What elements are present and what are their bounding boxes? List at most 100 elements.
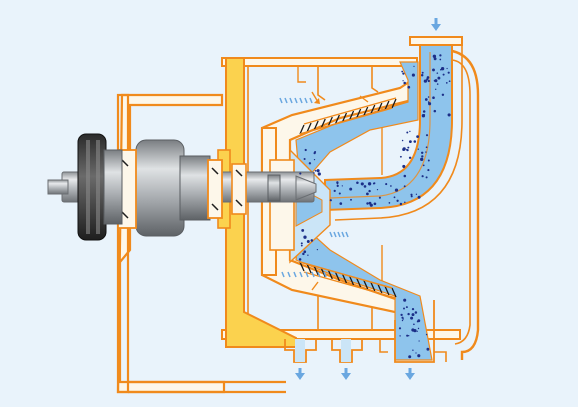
spray-dash [305, 271, 309, 278]
slurry-particle [432, 68, 435, 72]
slurry-particle [403, 185, 406, 188]
disc-blade [334, 271, 340, 282]
slurry-particle [390, 185, 392, 187]
slurry-particle [393, 196, 396, 199]
slurry-particle [436, 83, 439, 85]
slurry-particle [378, 196, 381, 199]
slurry-particle [338, 192, 341, 195]
slurry-particle [433, 79, 436, 82]
spray-dash [311, 271, 315, 278]
slurry-particle [420, 73, 424, 77]
spray-dash [281, 271, 285, 278]
bearing-housing [116, 93, 286, 394]
disc-blade [306, 122, 312, 133]
slurry-particle [425, 134, 429, 137]
slurry-particle [402, 80, 404, 82]
slurry-particle [421, 155, 424, 158]
drive-pulley [77, 133, 123, 241]
slurry-particle [421, 71, 424, 74]
spray-dash [341, 231, 345, 238]
slurry-particle [416, 330, 418, 332]
slurry-particle [420, 157, 424, 162]
slurry-particle [404, 201, 406, 203]
slurry-particle [409, 130, 411, 133]
disc-blade [306, 263, 312, 274]
slurry-particle [418, 340, 420, 342]
slurry-particle [437, 76, 441, 80]
slurry-particle [314, 150, 317, 154]
slurry-particle [413, 65, 415, 68]
slurry-particle [426, 76, 430, 79]
slurry-particles [298, 54, 451, 359]
slurry-particle [363, 185, 367, 188]
disc-blade [320, 118, 326, 129]
disc-rail [303, 97, 397, 125]
slurry-particle [417, 148, 419, 150]
slurry-particle [427, 96, 430, 98]
slurry-particle [336, 184, 339, 188]
slurry-particle [413, 140, 417, 143]
spray-dash [329, 231, 333, 238]
disc-blade [299, 261, 305, 272]
spray-dash [294, 97, 298, 104]
slurry-particle [406, 334, 409, 337]
slurry-particle [425, 146, 428, 149]
slurry-particle [313, 158, 316, 161]
slurry-particle [447, 71, 450, 74]
internal-arrow-mid-icon [359, 95, 369, 103]
slurry-particle [306, 240, 310, 243]
slurry-particle [388, 202, 391, 204]
spray-dash [299, 97, 303, 104]
spray-dash [293, 271, 297, 278]
slurry-particle [426, 347, 430, 351]
slurry-particle [360, 182, 364, 186]
slurry-particle [303, 157, 306, 161]
slurry-particle [414, 311, 418, 314]
slurry-particle [349, 187, 353, 191]
slurry-particle [313, 172, 315, 174]
disc-stack-top [299, 97, 397, 135]
slurry-particle [407, 85, 411, 89]
slurry-particle [314, 169, 317, 172]
slurry-particle [401, 316, 404, 319]
slurry-particle [403, 307, 405, 310]
flow-arrows [295, 18, 441, 380]
slurry-particle [425, 176, 428, 179]
slurry-particle [376, 188, 379, 191]
slurry-particle [367, 182, 372, 186]
disc-blade [320, 267, 326, 278]
rotor-bowl [260, 61, 433, 361]
outlet-arrow-2-icon [341, 368, 351, 380]
slurry-particle [300, 242, 303, 245]
slurry-particle [310, 239, 314, 242]
disc-blade [363, 106, 369, 117]
disc-blade [313, 265, 319, 276]
spray-dash [345, 231, 349, 238]
slurry-particle [317, 172, 321, 176]
slurry-particle [445, 82, 448, 84]
slurry-particle [399, 335, 401, 337]
disc-blade [391, 98, 397, 109]
disc-blade [334, 114, 340, 125]
disc-blade [363, 279, 369, 290]
slurry-particle [408, 140, 412, 144]
slurry-particle [402, 164, 406, 168]
disc-blade [341, 112, 348, 123]
outlet-channels [284, 300, 447, 363]
slurry-particle [300, 244, 303, 247]
disc-blade [341, 273, 348, 284]
disc-blade [384, 100, 390, 111]
slurry-particle [446, 67, 448, 70]
slurry-particle [408, 335, 410, 337]
spray-dash [279, 97, 283, 104]
slurry-particle [422, 110, 426, 113]
slurry-particle [302, 252, 305, 256]
slurry-particle [401, 70, 404, 73]
slurry-particle [399, 202, 403, 206]
slurry-particle [339, 202, 343, 205]
slurry-particle [427, 159, 430, 162]
slurry-particle [341, 185, 343, 187]
slurry-particle [303, 250, 307, 253]
slurry-particle [316, 248, 319, 251]
